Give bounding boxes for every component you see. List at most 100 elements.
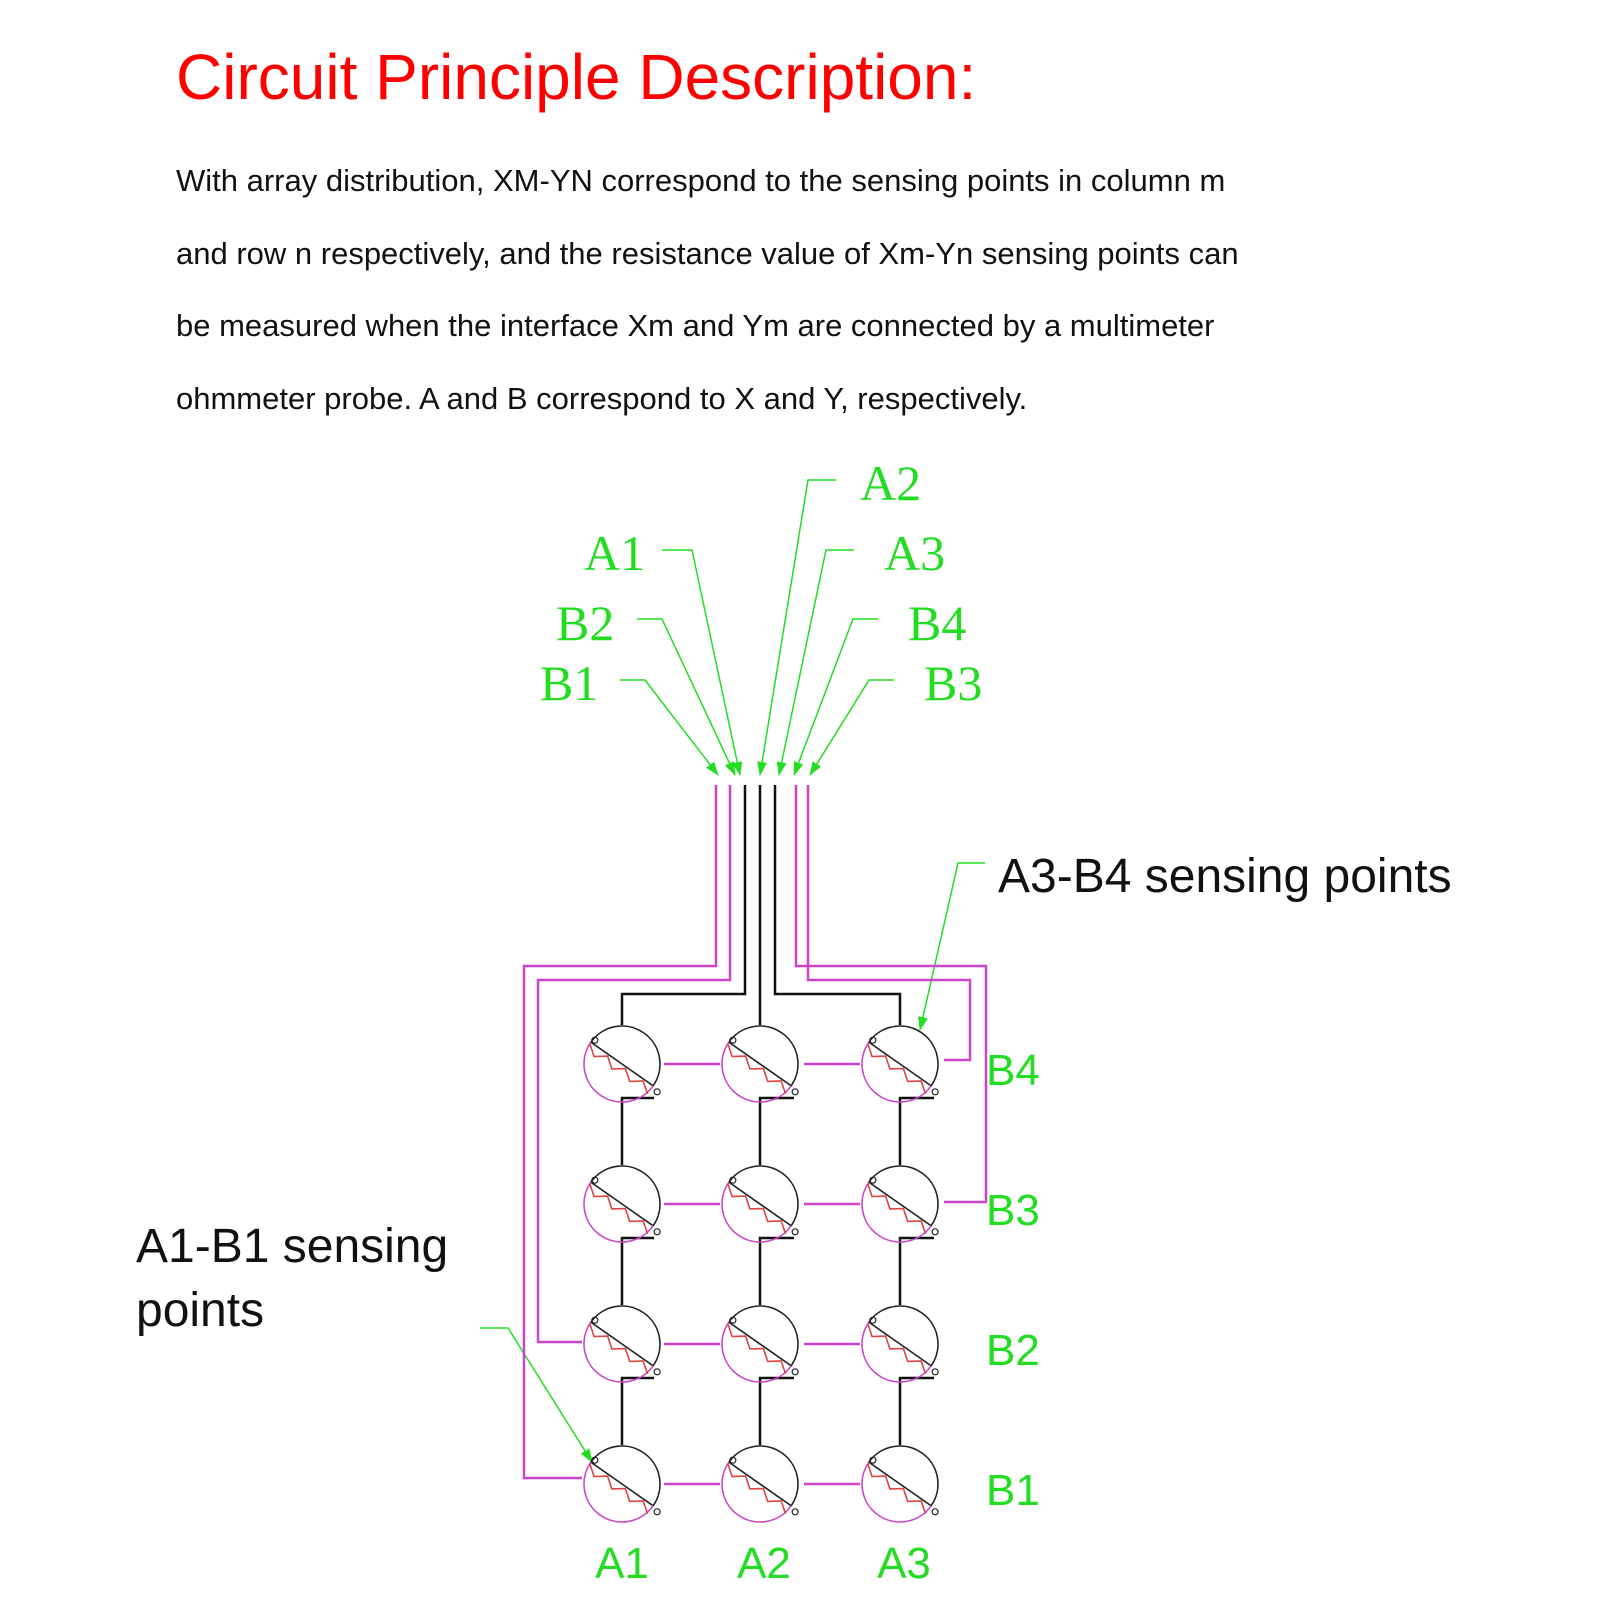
- pad: [653, 1228, 661, 1236]
- callout-a1-b1-line2: points: [136, 1284, 264, 1337]
- leader-a1b1: [480, 1327, 593, 1463]
- sensing-point: [721, 1165, 799, 1243]
- pad: [931, 1368, 939, 1376]
- connector-label-a1: A1: [584, 525, 645, 581]
- pad: [869, 1036, 877, 1044]
- leader-b1: [620, 679, 719, 776]
- electrode-upper: [589, 1305, 661, 1367]
- sensing-point: [583, 1445, 661, 1523]
- pad: [591, 1176, 599, 1184]
- resistor-trace: [589, 1183, 649, 1235]
- electrode-lower: [721, 1041, 792, 1103]
- electrode-lower: [583, 1181, 654, 1243]
- connector-label-a3: A3: [884, 525, 945, 581]
- column-wire-a3: [773, 785, 902, 1025]
- row-label: B4: [986, 1046, 1040, 1095]
- electrode-upper: [867, 1165, 939, 1227]
- sensing-point: [861, 1305, 939, 1383]
- electrode-upper: [867, 1305, 939, 1367]
- pad: [791, 1088, 799, 1096]
- row-wires: [522, 785, 988, 1486]
- sensing-point: [721, 1305, 799, 1383]
- connector-leaders: [480, 479, 985, 1463]
- resistor-trace: [867, 1183, 927, 1235]
- pad: [869, 1176, 877, 1184]
- sensing-point: [721, 1445, 799, 1523]
- electrode-upper: [589, 1025, 661, 1087]
- leader-a1: [662, 549, 743, 776]
- sensing-point: [583, 1305, 661, 1383]
- electrode-upper: [727, 1025, 799, 1087]
- electrode-lower: [861, 1461, 932, 1523]
- electrode-lower: [583, 1321, 654, 1383]
- row-label: B2: [986, 1326, 1040, 1375]
- connector-label-a2: A2: [860, 455, 921, 511]
- electrode-lower: [583, 1461, 654, 1523]
- description-line: ohmmeter probe. A and B correspond to X …: [176, 380, 1028, 416]
- electrode-upper: [867, 1445, 939, 1507]
- electrode-lower: [583, 1041, 654, 1103]
- resistor-trace: [589, 1323, 649, 1375]
- resistor-trace: [867, 1323, 927, 1375]
- column-jumper: [758, 1376, 794, 1445]
- pad: [869, 1316, 877, 1324]
- pad: [729, 1456, 737, 1464]
- description: With array distribution, XM-YN correspon…: [176, 145, 1239, 435]
- electrode-lower: [861, 1321, 932, 1383]
- leader-a2: [757, 479, 836, 776]
- column-wires: [620, 785, 934, 1445]
- column-wire-a1: [620, 785, 747, 1025]
- pad: [791, 1508, 799, 1516]
- electrode-upper: [589, 1165, 661, 1227]
- electrode-upper: [867, 1025, 939, 1087]
- resistor-trace: [589, 1043, 649, 1095]
- pad: [729, 1316, 737, 1324]
- electrode-lower: [721, 1321, 792, 1383]
- column-jumper: [620, 1236, 654, 1305]
- row-wire-b1: [522, 785, 718, 1480]
- sensing-point: [583, 1025, 661, 1103]
- electrode-lower: [721, 1461, 792, 1523]
- resistor-trace: [867, 1463, 927, 1515]
- resistor-trace: [727, 1043, 787, 1095]
- page-title: Circuit Principle Description:: [176, 41, 977, 113]
- sensing-point: [861, 1165, 939, 1243]
- electrode-upper: [727, 1165, 799, 1227]
- leader-a3: [776, 549, 854, 776]
- description-line: and row n respectively, and the resistan…: [176, 235, 1239, 271]
- pad: [653, 1368, 661, 1376]
- electrode-upper: [727, 1305, 799, 1367]
- column-jumper: [620, 1376, 654, 1445]
- pad: [729, 1176, 737, 1184]
- connector-label-b2: B2: [556, 595, 614, 651]
- sensing-point: [861, 1025, 939, 1103]
- row-label: B1: [986, 1466, 1040, 1515]
- row-wire-b4: [806, 785, 972, 1062]
- pad: [653, 1508, 661, 1516]
- pad: [729, 1036, 737, 1044]
- pad: [591, 1036, 599, 1044]
- row-wire-b3: [794, 785, 988, 1204]
- sensing-point: [861, 1445, 939, 1523]
- pad: [869, 1456, 877, 1464]
- column-jumper: [898, 1376, 934, 1445]
- connector-label-b1: B1: [540, 655, 598, 711]
- pad: [931, 1228, 939, 1236]
- leader-b2: [637, 618, 736, 776]
- row-wire-b2: [536, 785, 732, 1344]
- sensor-grid: [583, 1025, 939, 1523]
- leader-b3: [809, 679, 894, 776]
- pad: [931, 1508, 939, 1516]
- electrode-lower: [861, 1181, 932, 1243]
- resistor-trace: [727, 1323, 787, 1375]
- pad: [791, 1228, 799, 1236]
- pad: [653, 1088, 661, 1096]
- connector-label-b3: B3: [924, 655, 982, 711]
- description-line: be measured when the interface Xm and Ym…: [176, 308, 1215, 343]
- description-line: With array distribution, XM-YN correspon…: [176, 163, 1226, 198]
- electrode-upper: [727, 1445, 799, 1507]
- callout-a1-b1-line1: A1-B1 sensing: [136, 1220, 448, 1273]
- pad: [791, 1368, 799, 1376]
- callout-a3-b4: A3-B4 sensing points: [998, 850, 1452, 903]
